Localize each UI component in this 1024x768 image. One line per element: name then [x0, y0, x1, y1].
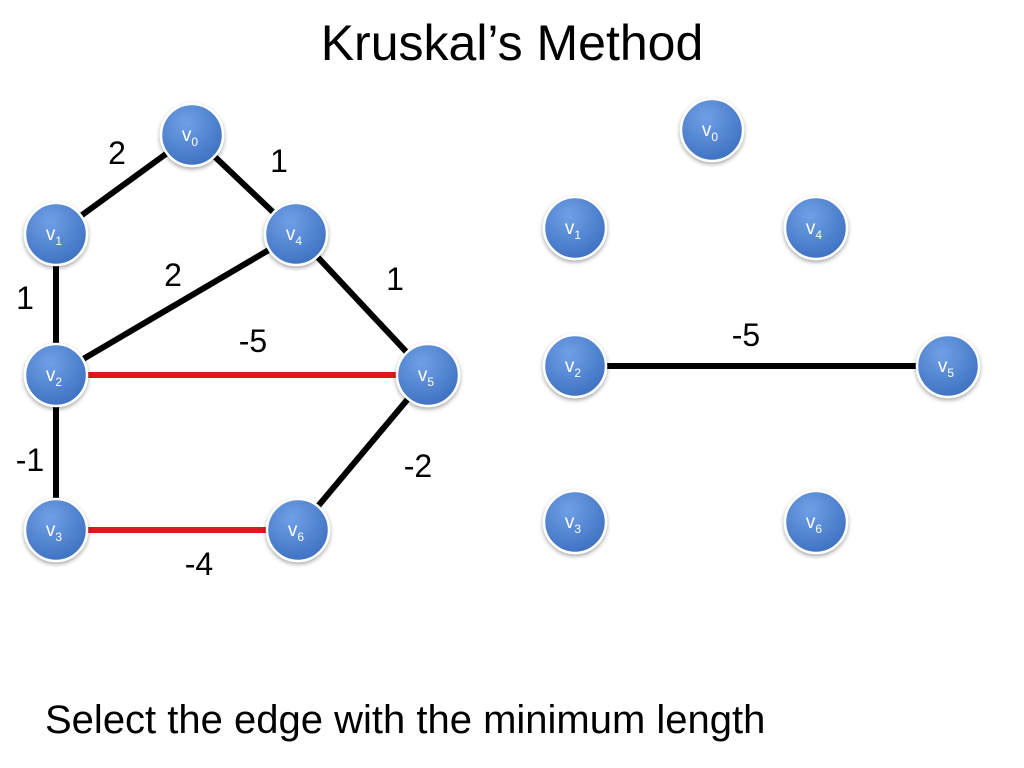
right-node-v2: v2	[542, 333, 608, 399]
left-node-circle-v0	[159, 102, 225, 168]
right-node-circle-v2	[542, 333, 608, 399]
left-edge-weight-v2-v5: -5	[239, 323, 267, 359]
left-node-v2: v2	[23, 342, 89, 408]
right-node-circle-v0	[679, 97, 745, 163]
slide-title: Kruskal’s Method	[320, 15, 704, 71]
right-node-v3: v3	[542, 489, 608, 555]
right-node-v0: v0	[679, 97, 745, 163]
left-edge-v6-v5	[295, 373, 431, 532]
left-node-circle-v4	[263, 201, 329, 267]
left-node-circle-v3	[23, 497, 89, 563]
left-node-circle-v1	[23, 201, 89, 267]
left-node-circle-v6	[265, 497, 331, 563]
slide-caption: Select the edge with the minimum length	[45, 698, 766, 742]
left-edge-weight-v4-v5: 1	[386, 261, 404, 297]
left-edge-weight-v0-v1: 2	[108, 135, 126, 171]
left-node-circle-v5	[395, 342, 461, 408]
left-node-v5: v5	[395, 342, 461, 408]
right-node-circle-v6	[783, 489, 849, 555]
left-edge-weight-v3-v6: -4	[185, 546, 213, 582]
right-node-circle-v5	[915, 333, 981, 399]
left-node-v0: v0	[159, 102, 225, 168]
left-edge-weight-v0-v4: 1	[270, 143, 288, 179]
right-graph: -5 v0 v1 v4 v2 v5 v3 v6	[542, 97, 981, 555]
right-node-circle-v1	[542, 195, 608, 261]
right-edge-weight-v2-v5: -5	[732, 317, 760, 353]
left-edge-weight-v1-v2: 1	[16, 280, 34, 316]
right-node-v6: v6	[783, 489, 849, 555]
right-node-circle-v3	[542, 489, 608, 555]
right-node-v4: v4	[783, 195, 849, 261]
left-node-circle-v2	[23, 342, 89, 408]
left-node-v1: v1	[23, 201, 89, 267]
right-node-v1: v1	[542, 195, 608, 261]
left-edge-weight-v6-v5: -2	[404, 448, 432, 484]
left-node-v6: v6	[265, 497, 331, 563]
left-graph: 2 1 1 2 1 -5 -1 -4 -2 v0 v1 v2 v3 v4 v5 v6	[16, 102, 461, 582]
left-node-v3: v3	[23, 497, 89, 563]
left-node-v4: v4	[263, 201, 329, 267]
left-edge-weight-v2-v3: -1	[16, 442, 44, 478]
left-edge-weight-v2-v4: 2	[164, 257, 182, 293]
right-node-v5: v5	[915, 333, 981, 399]
left-edge-v2-v4	[54, 231, 298, 378]
right-node-circle-v4	[783, 195, 849, 261]
